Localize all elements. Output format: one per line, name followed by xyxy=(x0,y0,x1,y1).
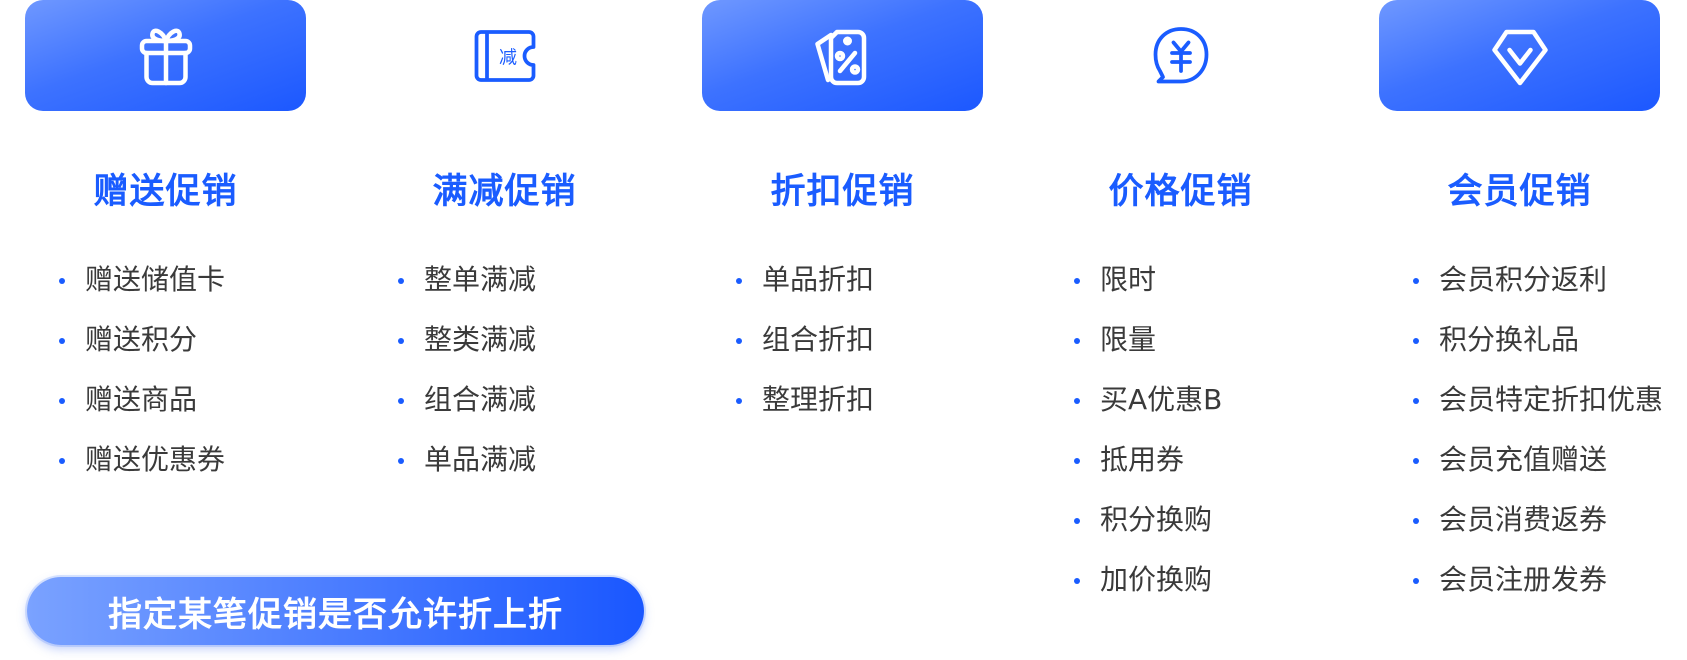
yen-chat-icon xyxy=(1153,26,1208,83)
list-item: 会员注册发券 xyxy=(1413,550,1660,610)
list-item: 组合满减 xyxy=(398,370,645,430)
reduce-glyph: 减 xyxy=(499,47,517,68)
list-item: 会员积分返利 xyxy=(1413,250,1660,310)
diamond-icon xyxy=(1491,29,1548,85)
list-item: 整单满减 xyxy=(398,250,645,310)
price-card xyxy=(1040,0,1321,111)
list-item: 整理折扣 xyxy=(736,370,983,430)
list-item: 买A优惠B xyxy=(1074,370,1321,430)
column-title: 价格促销 xyxy=(1108,172,1253,212)
member-card xyxy=(1379,0,1660,111)
gift-card xyxy=(25,0,306,111)
list-item: 赠送商品 xyxy=(59,370,306,430)
column-full-reduction-promotion: 减 满减促销 整单满减整类满减组合满减单品满减 xyxy=(364,0,645,490)
feature-list: 赠送储值卡赠送积分赠送商品赠送优惠券 xyxy=(25,250,306,490)
feature-list: 整单满减整类满减组合满减单品满减 xyxy=(364,250,645,490)
list-item: 限量 xyxy=(1074,310,1321,370)
list-item: 积分换购 xyxy=(1074,490,1321,550)
list-item: 抵用券 xyxy=(1074,430,1321,490)
column-title: 赠送促销 xyxy=(93,172,238,212)
column-member-promotion: 会员促销 会员积分返利积分换礼品会员特定折扣优惠会员充值赠送会员消费返券会员注册… xyxy=(1379,0,1663,610)
column-title: 折扣促销 xyxy=(770,172,915,212)
discount-card xyxy=(702,0,983,111)
list-item: 赠送优惠券 xyxy=(59,430,306,490)
reduction-card: 减 xyxy=(364,0,645,111)
column-gift-promotion: 赠送促销 赠送储值卡赠送积分赠送商品赠送优惠券 xyxy=(25,0,306,490)
list-item: 组合折扣 xyxy=(736,310,983,370)
discount-tag-icon xyxy=(814,29,866,85)
column-title: 满减促销 xyxy=(432,172,577,212)
coupon-reduce-icon: 减 xyxy=(474,29,535,82)
list-item: 单品满减 xyxy=(398,430,645,490)
list-item: 限时 xyxy=(1074,250,1321,310)
list-item: 加价换购 xyxy=(1074,550,1321,610)
list-item: 赠送储值卡 xyxy=(59,250,306,310)
list-item: 整类满减 xyxy=(398,310,645,370)
feature-list: 会员积分返利积分换礼品会员特定折扣优惠会员充值赠送会员消费返券会员注册发券 xyxy=(1379,250,1663,610)
list-item: 积分换礼品 xyxy=(1413,310,1660,370)
list-item: 会员消费返券 xyxy=(1413,490,1660,550)
feature-list: 单品折扣组合折扣整理折扣 xyxy=(702,250,983,430)
list-item: 会员充值赠送 xyxy=(1413,430,1660,490)
list-item: 会员特定折扣优惠 xyxy=(1413,370,1663,430)
gift-icon xyxy=(139,28,192,85)
column-discount-promotion: 折扣促销 单品折扣组合折扣整理折扣 xyxy=(702,0,983,430)
list-item: 赠送积分 xyxy=(59,310,306,370)
stacking-discount-button[interactable]: 指定某笔促销是否允许折上折 xyxy=(27,577,644,645)
column-title: 会员促销 xyxy=(1447,172,1592,212)
list-item: 单品折扣 xyxy=(736,250,983,310)
